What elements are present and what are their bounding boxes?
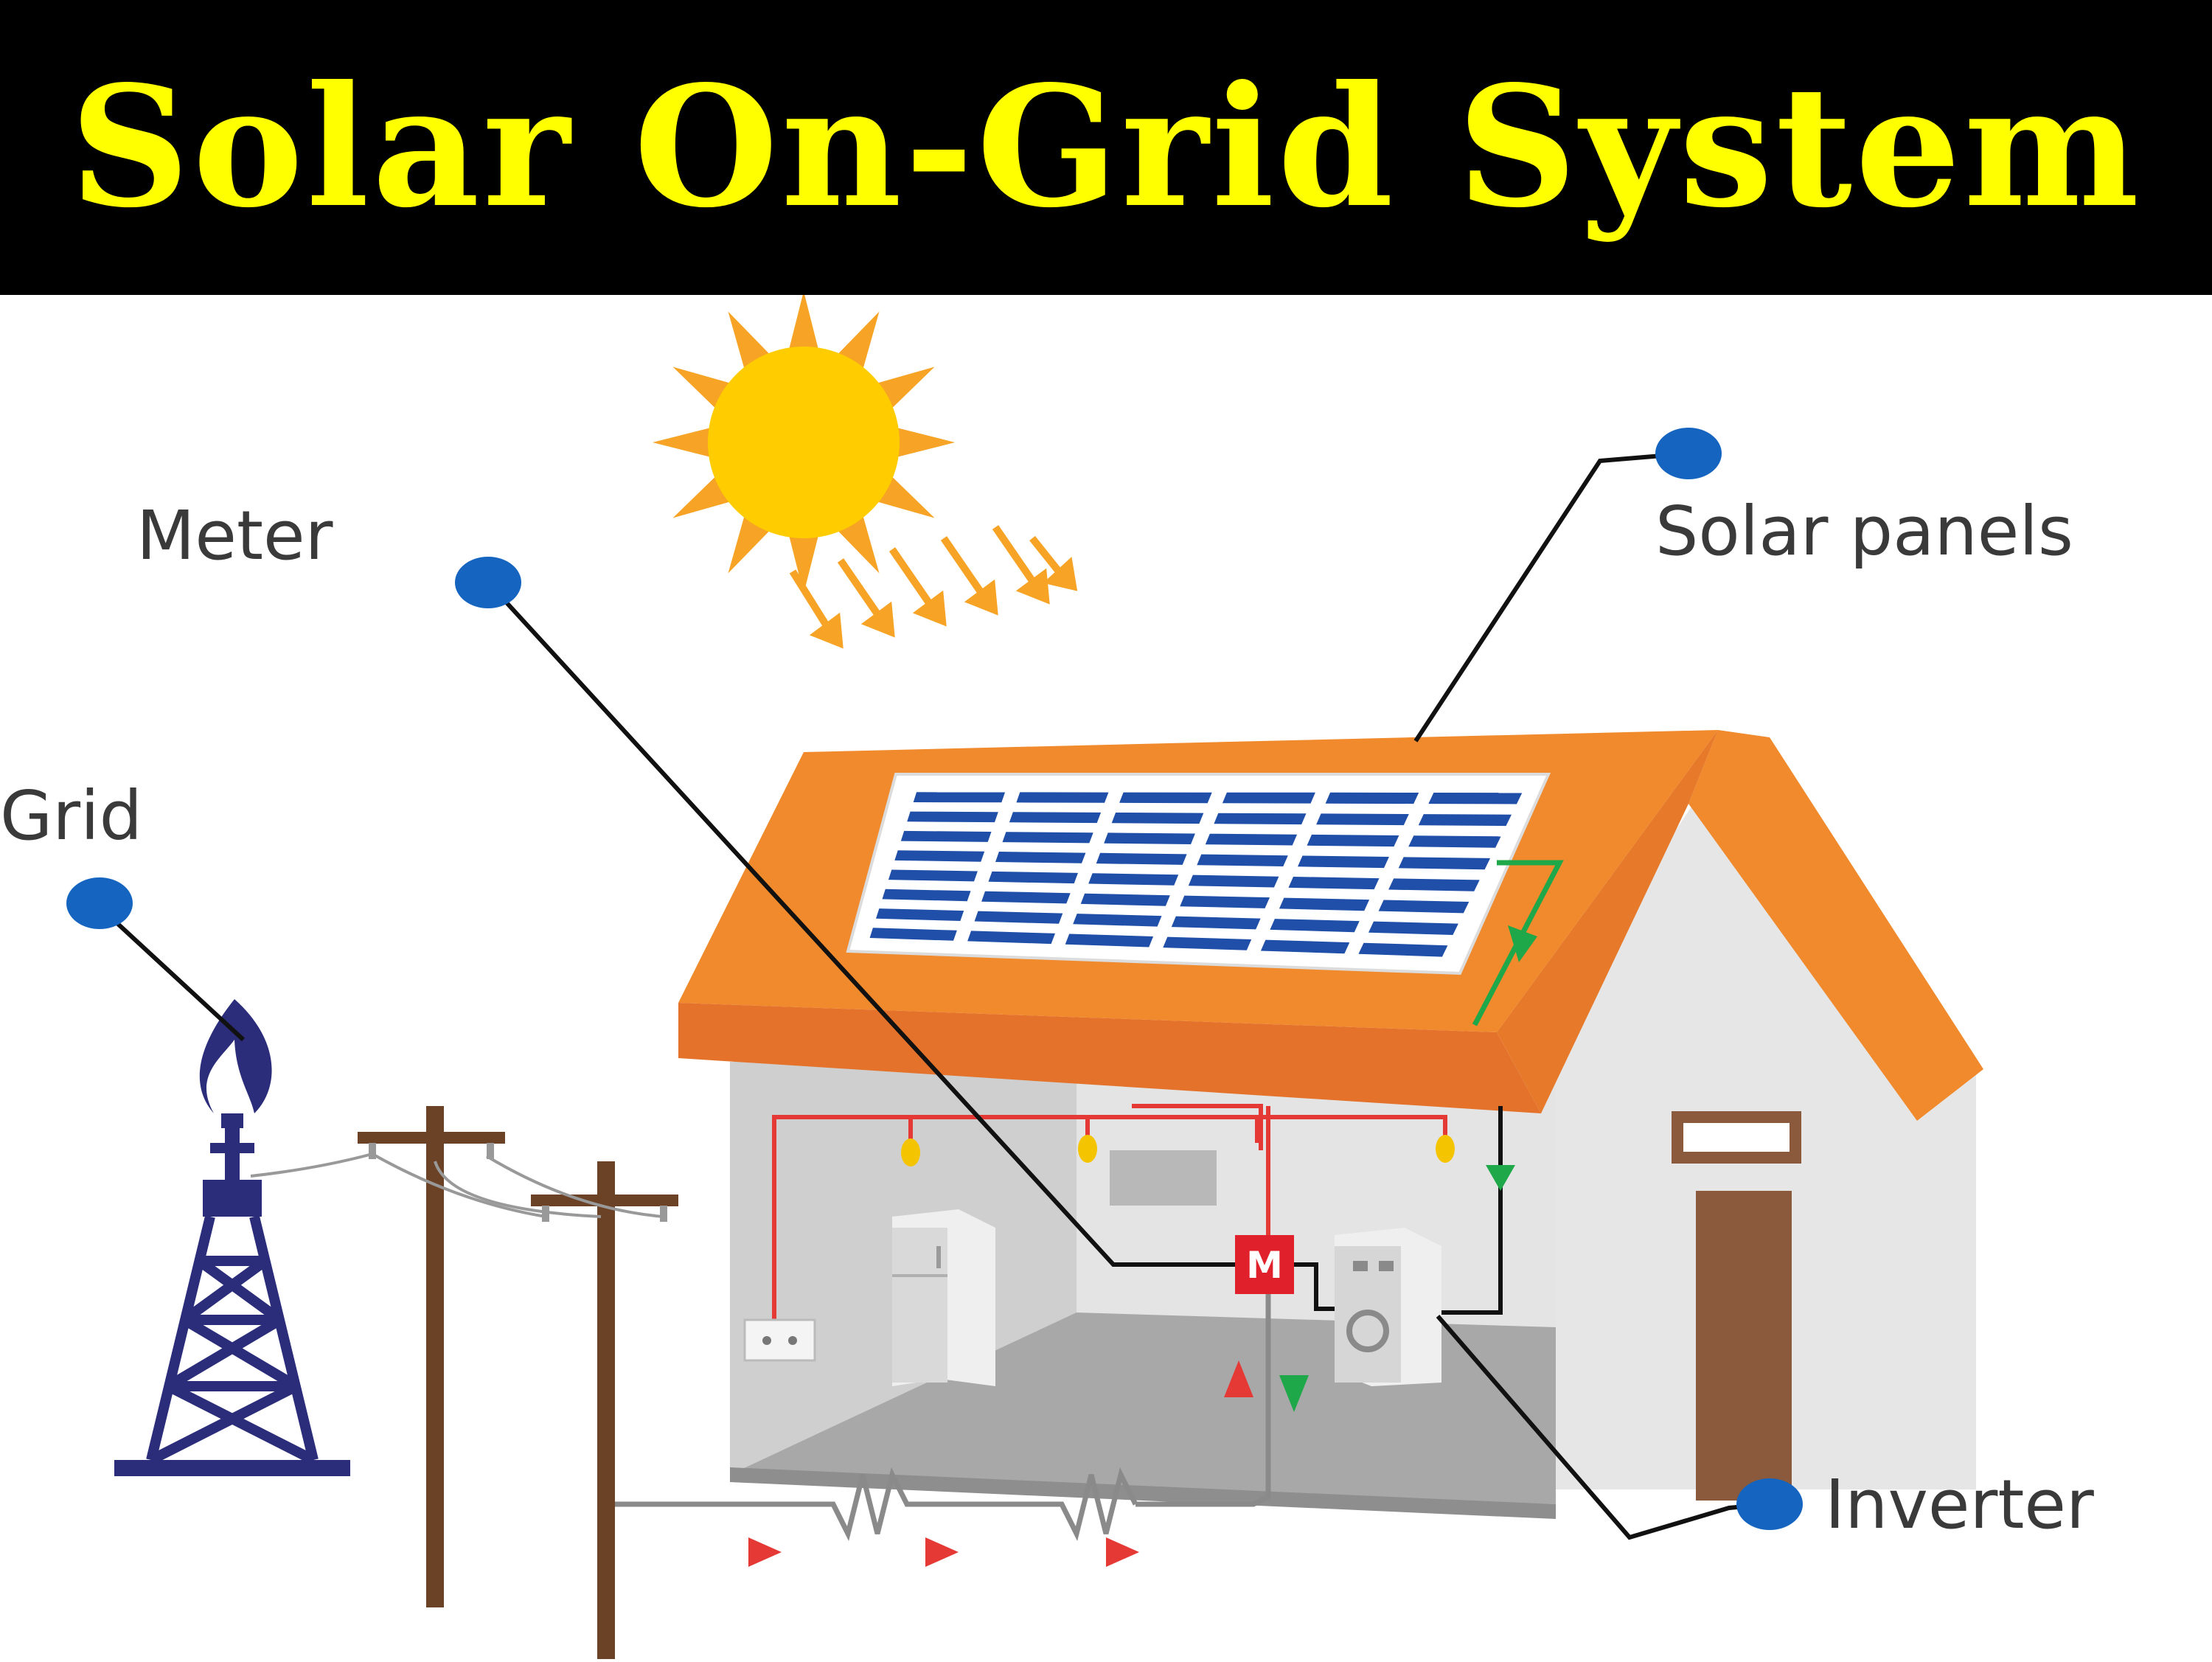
panel-cell <box>1260 939 1350 954</box>
panel-cell <box>1418 814 1512 827</box>
panel-cell <box>1119 792 1212 804</box>
down-arrow-icon <box>1486 1165 1515 1191</box>
panel-cell <box>1307 834 1399 847</box>
panel-cell <box>1428 793 1523 804</box>
panel-cell <box>995 852 1086 863</box>
panel-cell <box>1214 813 1307 825</box>
label-meter: Meter <box>136 496 333 575</box>
panel-cell <box>1325 792 1419 804</box>
sun-icon <box>653 291 955 594</box>
roof-current-wire <box>1472 860 1564 1026</box>
light-bulb-icon <box>901 1135 1455 1166</box>
panel-cell <box>1288 877 1380 890</box>
panel-cell <box>974 911 1063 924</box>
flame-icon <box>199 999 272 1113</box>
panel-cell <box>1270 919 1360 933</box>
label-grid: Grid <box>0 776 142 855</box>
title-bar: Solar On-Grid System <box>0 0 2212 295</box>
panel-cell <box>1088 873 1179 886</box>
ac-unit-icon <box>1110 1150 1217 1206</box>
label-solar-panels: Solar panels <box>1655 492 2073 571</box>
panel-cell <box>1111 813 1204 824</box>
solar-diagram: M <box>0 291 2094 1662</box>
callout-dot-grid <box>66 877 133 929</box>
panel-cell <box>981 891 1071 904</box>
panel-cell <box>988 871 1078 884</box>
meter-box-label: M <box>1246 1244 1283 1287</box>
panel-cell <box>1358 942 1448 957</box>
panel-cell <box>1408 835 1501 848</box>
panel-cell <box>1002 832 1093 844</box>
house-door <box>1696 1191 1792 1501</box>
callout-dot-inverter <box>1736 1478 1803 1530</box>
service-wire <box>597 1294 1271 1542</box>
callout-dot-meter <box>455 557 521 608</box>
panel-cell <box>1378 900 1470 914</box>
panel-cell <box>900 830 992 842</box>
page-title: Solar On-Grid System <box>69 49 2143 245</box>
power-pole-icon <box>358 1106 678 1662</box>
meter-box: M <box>1235 1235 1294 1294</box>
panel-cell <box>1073 914 1162 927</box>
panel-cell <box>1197 854 1288 866</box>
panel-cell <box>967 931 1055 945</box>
grid-tower-icon <box>114 999 350 1476</box>
house-window <box>1672 1111 1801 1164</box>
panel-cell <box>1104 832 1195 844</box>
panel-cell <box>1171 916 1261 930</box>
panel-cell <box>1080 893 1170 906</box>
callout-dot-solar-panels <box>1655 428 1722 479</box>
callout-dots <box>66 428 1803 1530</box>
sunlight-arrows-icon <box>789 525 1078 649</box>
socket-icon <box>743 1318 816 1362</box>
panel-cell <box>1065 933 1154 948</box>
panel-cell <box>913 792 1006 803</box>
panel-cell <box>1279 897 1370 911</box>
inverter-icon <box>1335 1228 1441 1386</box>
panel-cell <box>1222 792 1315 804</box>
panel-cell <box>894 850 985 862</box>
panel-cell <box>869 928 957 941</box>
panel-cell <box>1188 875 1279 888</box>
label-inverter: Inverter <box>1825 1465 2094 1544</box>
panel-cell <box>907 811 998 823</box>
panel-cells <box>869 792 1523 957</box>
diagram-area: M <box>0 291 2212 1662</box>
panel-cell <box>882 889 971 902</box>
fridge-icon <box>892 1209 995 1386</box>
solar-panel-icon <box>846 773 1551 976</box>
panel-cell <box>1368 921 1458 935</box>
panel-cell <box>1398 857 1491 870</box>
panel-cell <box>1163 936 1252 950</box>
panel-cell <box>888 869 978 882</box>
panel-cell <box>1388 878 1480 891</box>
panel-cell <box>1205 833 1298 846</box>
panel-cell <box>1009 812 1102 824</box>
panel-cell <box>1180 895 1270 908</box>
panel-cell <box>1096 852 1187 865</box>
flow-arrows <box>748 1360 1309 1567</box>
panel-cell <box>876 908 964 921</box>
panel-cell <box>1016 792 1109 803</box>
panel-cell <box>1298 855 1389 869</box>
panel-cell <box>1316 813 1409 826</box>
power-lines <box>250 1152 664 1218</box>
